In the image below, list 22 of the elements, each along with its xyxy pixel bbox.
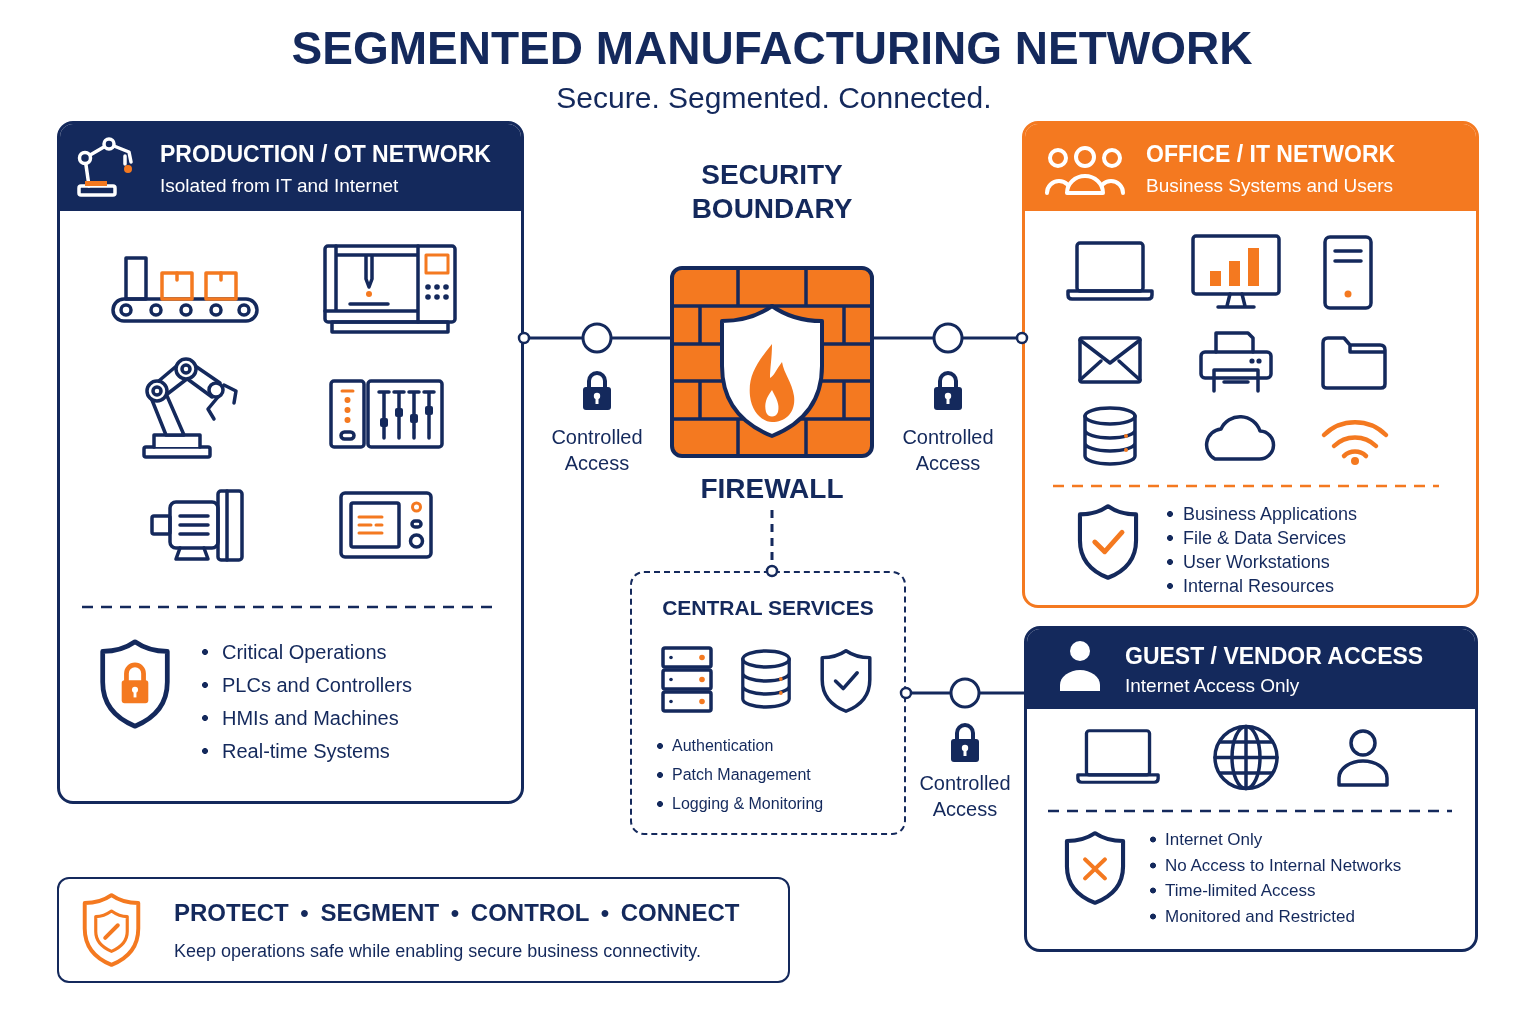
- slogan-text: Keep operations safe while enabling secure business connectivity.: [174, 940, 701, 963]
- connector-line: [874, 322, 1029, 354]
- panel-title: GUEST / VENDOR ACCESS: [1125, 642, 1424, 670]
- panel-subtitle: Internet Access Only: [1125, 674, 1300, 698]
- network-panel: [57, 121, 524, 804]
- connector-line: [899, 677, 1024, 709]
- service-group-panel: [630, 571, 906, 835]
- panel-title: OFFICE / IT NETWORK: [1146, 140, 1396, 168]
- connector-line: [517, 322, 670, 354]
- panel-subtitle: Isolated from IT and Internet: [160, 174, 399, 198]
- panel-title: CENTRAL SERVICES: [662, 595, 874, 621]
- slogan-banner: [57, 877, 790, 983]
- diagram-subtitle: Secure. Segmented. Connected.: [556, 80, 992, 116]
- section-heading: SECURITY BOUNDARY: [691, 158, 853, 226]
- node-label: FIREWALL: [700, 472, 844, 506]
- panel-title: PRODUCTION / OT NETWORK: [160, 140, 491, 168]
- network-panel: [1022, 121, 1479, 608]
- network-panel: [1024, 626, 1478, 952]
- connector-line: [765, 510, 779, 578]
- slogan-heading: PROTECT • SEGMENT • CONTROL • CONNECT: [174, 898, 740, 928]
- panel-subtitle: Business Systems and Users: [1146, 174, 1394, 198]
- diagram-title: SEGMENTED MANUFACTURING NETWORK: [291, 21, 1253, 75]
